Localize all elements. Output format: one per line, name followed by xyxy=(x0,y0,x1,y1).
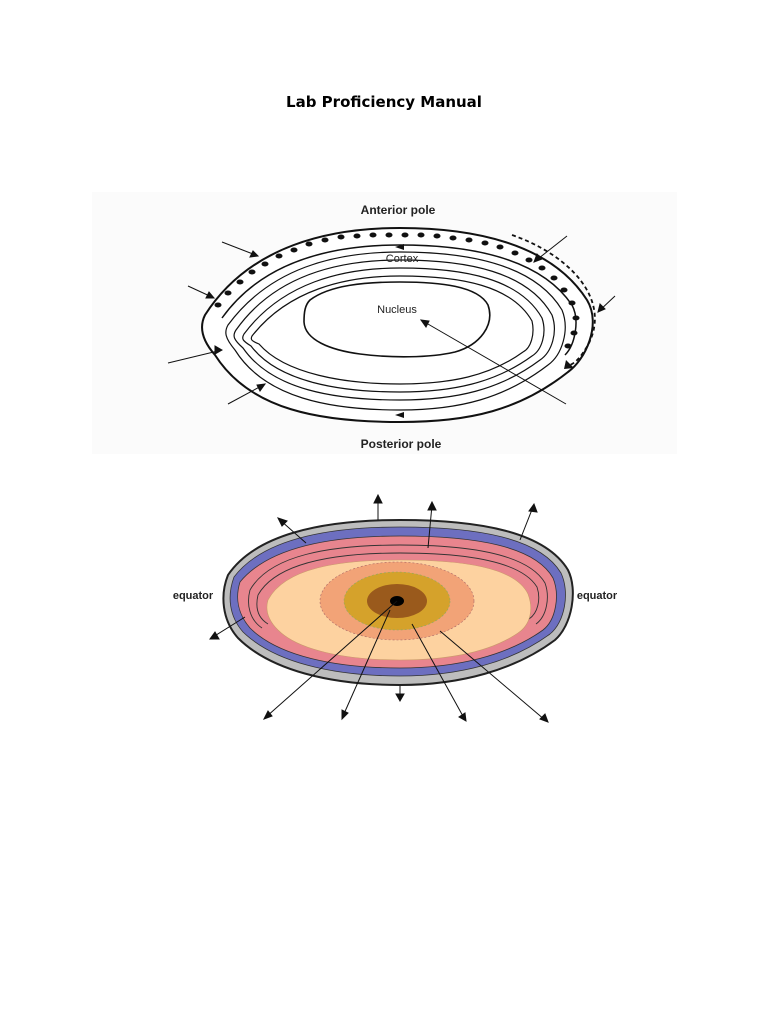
pointer-arrows-left xyxy=(167,241,267,405)
dashed-growth-arc xyxy=(511,234,596,366)
lens-fibers xyxy=(225,251,566,411)
equator-left-label: equator xyxy=(173,590,214,602)
anterior-pole-label: Anterior pole xyxy=(361,203,436,217)
cortex-label: Cortex xyxy=(386,253,419,265)
dashed-arc-arrowhead xyxy=(564,360,574,369)
internal-fiber-arrows xyxy=(395,244,404,418)
zone-pointer-arrows xyxy=(209,493,549,723)
epithelium-inner-line xyxy=(221,244,577,356)
equator-right-label: equator xyxy=(577,590,618,602)
epithelial-cells xyxy=(214,232,580,349)
pointer-arrows-right xyxy=(419,235,616,405)
posterior-pole-label: Posterior pole xyxy=(361,437,442,451)
nucleus-label: Nucleus xyxy=(377,304,417,316)
page-title: Lab Proficiency Manual xyxy=(286,93,482,111)
lens-nucleus-outline xyxy=(303,281,491,358)
cortex-fiber-lines xyxy=(248,544,548,629)
